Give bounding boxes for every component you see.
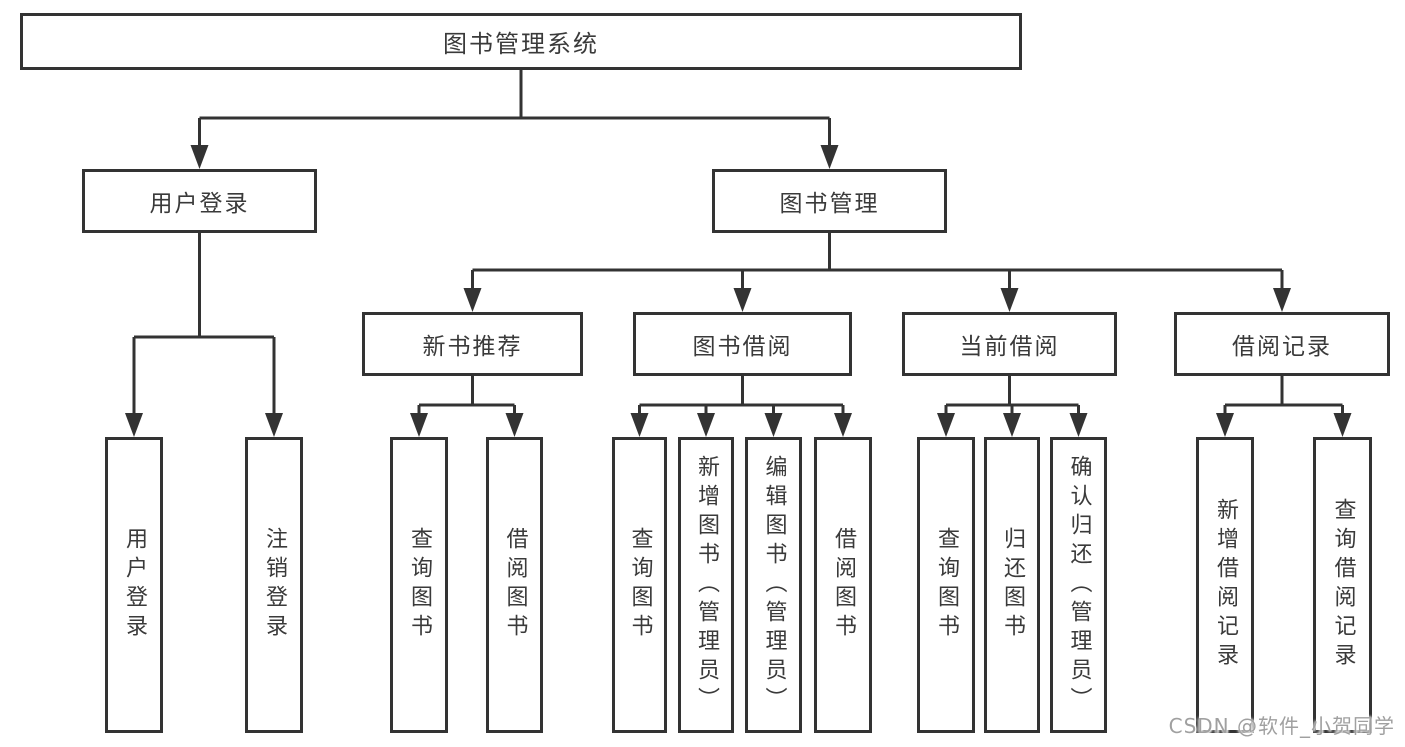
leaf-user-login-label: 用户登录 — [122, 527, 147, 643]
node-new-book-recommend: 新书推荐 — [362, 312, 583, 376]
leaf-query-borrow-record: 查询借阅记录 — [1313, 437, 1372, 733]
node-book-management: 图书管理 — [712, 169, 947, 233]
leaf-query-books-current: 查询图书 — [917, 437, 975, 733]
node-borrow-records: 借阅记录 — [1174, 312, 1390, 376]
leaf-query-borrow-record-label: 查询借阅记录 — [1330, 498, 1356, 672]
leaf-confirm-return-admin: 确认归还（管理员） — [1050, 437, 1107, 733]
leaf-query-books-recommend-label: 查询图书 — [407, 527, 432, 643]
leaf-add-borrow-record-label: 新增借阅记录 — [1213, 498, 1238, 672]
leaf-add-book-admin: 新增图书（管理员） — [678, 437, 734, 733]
leaf-add-book-admin-label: 新增图书（管理员） — [694, 454, 719, 716]
leaf-return-book-label: 归还图书 — [1000, 527, 1025, 643]
leaf-add-borrow-record: 新增借阅记录 — [1196, 437, 1254, 733]
node-book-borrow: 图书借阅 — [633, 312, 852, 376]
leaf-query-books-borrow-label: 查询图书 — [627, 527, 653, 643]
leaf-query-books-borrow: 查询图书 — [612, 437, 667, 733]
leaf-edit-book-admin: 编辑图书（管理员） — [745, 437, 802, 733]
leaf-query-books-recommend: 查询图书 — [390, 437, 448, 733]
leaf-return-book: 归还图书 — [984, 437, 1040, 733]
leaf-confirm-return-admin-label: 确认归还（管理员） — [1066, 454, 1092, 716]
watermark: CSDN @软件_小贺同学 — [1168, 714, 1395, 738]
leaf-borrow-books-recommend-label: 借阅图书 — [502, 527, 528, 643]
node-current-borrow: 当前借阅 — [902, 312, 1117, 376]
leaf-logout-label: 注销登录 — [262, 527, 287, 643]
node-root: 图书管理系统 — [20, 13, 1022, 70]
leaf-borrow-books-label: 借阅图书 — [831, 527, 856, 643]
leaf-borrow-books-recommend: 借阅图书 — [486, 437, 543, 733]
leaf-query-books-current-label: 查询图书 — [934, 527, 959, 643]
leaf-user-login: 用户登录 — [105, 437, 163, 733]
leaf-edit-book-admin-label: 编辑图书（管理员） — [761, 454, 787, 716]
leaf-logout: 注销登录 — [245, 437, 303, 733]
leaf-borrow-books: 借阅图书 — [814, 437, 872, 733]
node-user-login: 用户登录 — [82, 169, 317, 233]
